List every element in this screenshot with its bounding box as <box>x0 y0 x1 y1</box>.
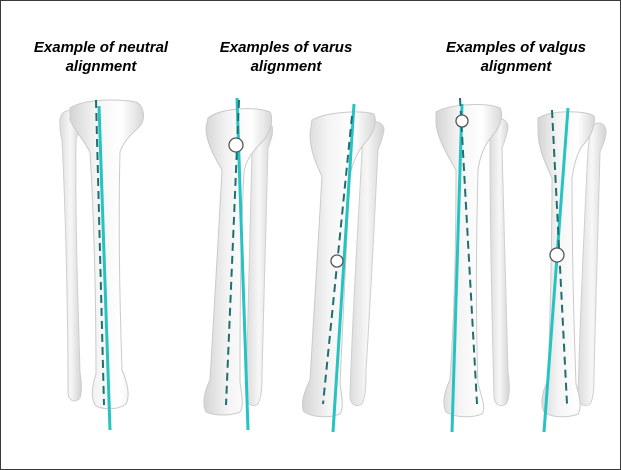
bone-neutral <box>60 100 144 430</box>
bone-varus-a <box>204 98 273 430</box>
fibula-varus-a <box>246 122 273 406</box>
bone-valgus-b <box>538 108 606 432</box>
fibula-varus-b <box>350 122 384 406</box>
intersection-marker-valgus-a <box>456 115 468 127</box>
bone-varus-b <box>302 104 384 432</box>
intersection-marker-valgus-b <box>550 248 564 262</box>
fibula-valgus-a <box>490 119 509 406</box>
fibula-valgus-b <box>578 123 606 406</box>
intersection-marker-varus-b <box>331 255 343 267</box>
bone-valgus-a <box>436 98 509 432</box>
intersection-marker-varus-a <box>229 138 243 152</box>
fibula-neutral <box>60 110 82 401</box>
